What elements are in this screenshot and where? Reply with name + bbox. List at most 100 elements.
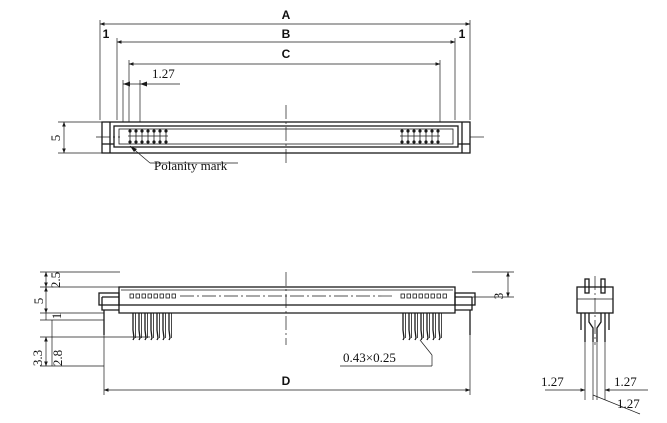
top-contact-dot [146,140,150,144]
front-pin [144,313,147,341]
dim-label-pitch-top: 1.27 [152,66,175,81]
top-contact-dot [424,140,428,144]
front-hole [165,293,170,299]
dim-label-2-8: 2.8 [50,350,65,366]
top-contact-dot [152,129,156,133]
top-contact-dot [424,129,428,133]
top-contact-dot [158,140,162,144]
front-hole [147,293,152,299]
top-view: A B 1 1 C 1.27 5 [48,8,486,173]
top-contact-dot [134,140,138,144]
dim-label-1-side: 1 [49,313,64,320]
top-body-inner [113,125,459,148]
dim-label-3-right: 3 [491,293,506,300]
front-body-lower [118,305,456,314]
top-contact-dot [436,140,440,144]
dim-label-3-3: 3.3 [30,350,45,366]
top-contact-dot [146,129,150,133]
side-label-left: 1.27 [541,374,564,389]
top-contact-dot [412,129,416,133]
top-contact-dot [164,129,168,133]
top-contact-dot [400,129,404,133]
front-pin [420,313,423,341]
front-hole [400,293,405,299]
front-flange-left [101,296,119,311]
top-contact-dot [140,129,144,133]
front-end-block-right [454,292,476,306]
side-view: 1.27 1.27 1.27 [541,276,648,415]
polarity-label: Polanity mark [154,158,228,173]
pin-size-label: 0.43×0.25 [343,350,396,365]
top-contact-dot [128,140,132,144]
front-hole [153,293,158,299]
front-pin [156,313,159,341]
side-label-right: 1.27 [614,374,637,389]
front-pin [426,313,429,341]
front-hole [135,293,140,299]
top-contact-dot [430,129,434,133]
front-holes-right [400,293,447,299]
top-contact-dot [406,129,410,133]
front-pin [438,313,441,341]
side-dim-bottom-leader [592,394,641,415]
dim-label-h5: 5 [48,135,63,142]
front-holes-left [129,293,176,299]
front-pin [408,313,411,341]
side-contact-left [584,278,590,294]
top-contact-dot [436,129,440,133]
top-contacts-right [400,129,440,144]
front-hole [412,293,417,299]
dim-label-a: A [282,8,291,22]
top-contacts-left [128,129,168,144]
front-hole [159,293,164,299]
front-end-block-left [98,292,120,306]
dim-label-d: D [282,374,291,388]
front-pin [162,313,165,341]
front-pins-right [402,313,442,341]
dim-label-one-right: 1 [459,27,466,41]
front-hole [424,293,429,299]
front-pin [150,313,153,341]
top-contact-dot [418,140,422,144]
front-pin [132,313,135,341]
top-contact-dot [128,129,132,133]
pitch-arrow-right [140,81,147,87]
front-hole [129,293,134,299]
top-contact-dot [152,140,156,144]
top-contact-dot [412,140,416,144]
side-label-bottom: 1.27 [617,396,640,411]
front-hole [406,293,411,299]
front-pin [168,313,171,341]
pin-size-leader [419,339,433,356]
top-contact-dot [430,140,434,144]
dim-label-2-5: 2.5 [48,272,63,288]
front-pin [402,313,405,341]
dim-label-b: B [282,27,291,41]
top-contact-dot [164,140,168,144]
front-pins-left [132,313,172,341]
pitch-arrow-left [123,81,130,87]
side-contact-right [600,278,606,294]
dim-label-one-left: 1 [103,27,110,41]
dim-label-5-side: 5 [31,298,46,305]
front-hole [141,293,146,299]
front-view: 2.5 5 1 3.3 2.8 3 D 0.43×0.25 [30,271,514,395]
top-contact-dot [406,140,410,144]
front-pin [414,313,417,341]
front-pin [138,313,141,341]
front-hole [430,293,435,299]
front-hole [171,293,176,299]
dim-label-c: C [282,47,291,61]
front-flange-right [455,296,473,311]
top-contact-dot [134,129,138,133]
side-pin-b [596,313,602,342]
front-hole [418,293,423,299]
front-pin [432,313,435,341]
front-hole [442,293,447,299]
top-contact-dot [140,140,144,144]
polarity-arrowhead [130,146,137,152]
top-contact-dot [158,129,162,133]
side-pin-a [588,313,594,342]
